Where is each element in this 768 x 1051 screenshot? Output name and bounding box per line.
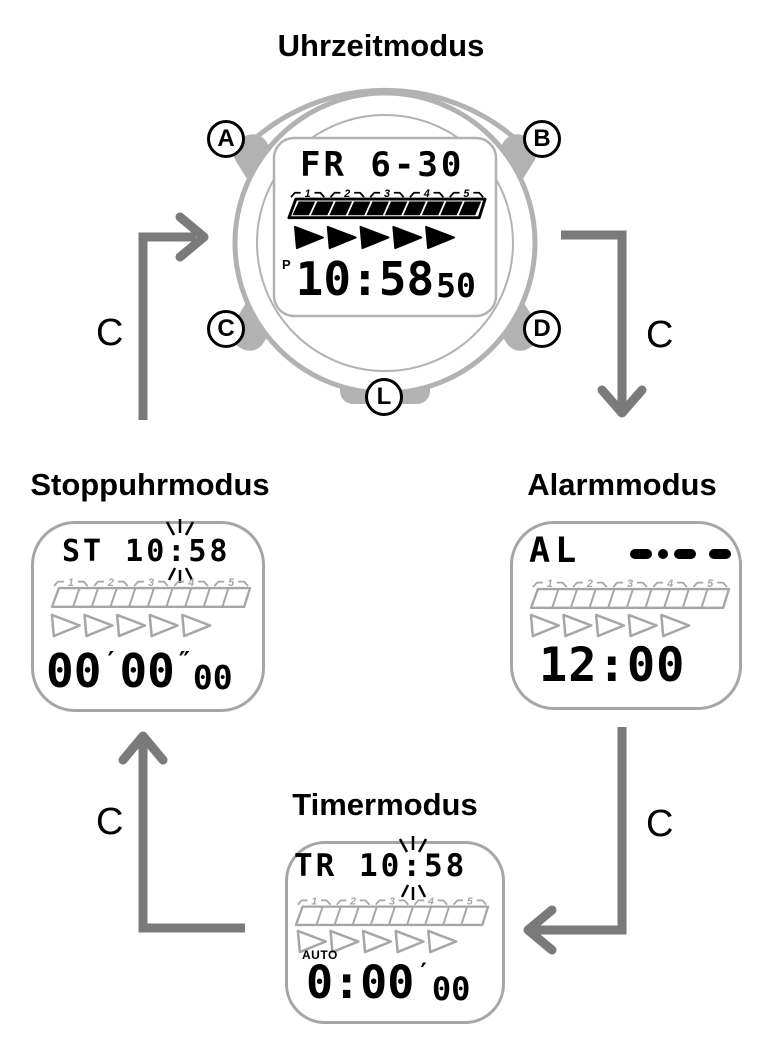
arrow-alarm-to-timer: [534, 727, 627, 935]
stopwatch-pointer-triangles: [50, 613, 212, 638]
alarm-segment-bar: 1 2 3 4 5: [529, 578, 731, 610]
time-main-row: P 10:58 50: [282, 256, 476, 302]
svg-text:3: 3: [148, 577, 154, 589]
timer-digits: 0:00 ′ 00: [306, 960, 470, 1005]
watch-top-arc: [250, 87, 520, 143]
timer-display: TR 10:58 1 2 3 4 5 AUTO 0:00 ′ 00: [285, 836, 505, 1024]
svg-text:4: 4: [187, 577, 194, 589]
svg-text:4: 4: [427, 896, 434, 908]
time-hhmm: 10:58: [295, 252, 435, 306]
alarm-display: AL 1 2 3 4 5 12:00: [510, 521, 742, 710]
minute-mark: ′: [416, 958, 431, 986]
svg-text:4: 4: [666, 578, 673, 590]
time-seconds: 50: [436, 266, 476, 305]
arrow-label-top-right: C: [646, 314, 674, 356]
stopwatch-minutes: 00: [46, 644, 102, 698]
stopwatch-hundredths: 00: [192, 658, 233, 697]
svg-text:5: 5: [707, 578, 714, 590]
time-day-date: FR 6-30: [300, 145, 465, 185]
svg-text:3: 3: [389, 896, 395, 908]
arrow-timer-to-stopwatch: [138, 740, 245, 933]
svg-text:5: 5: [228, 577, 235, 589]
flashing-colon-marks: [165, 519, 195, 583]
pm-indicator: P: [282, 257, 291, 272]
watch-display-frame: [272, 136, 498, 318]
stopwatch-seconds: 00: [119, 644, 175, 698]
timer-mode-title: Timermodus: [292, 787, 478, 822]
button-label-b: B: [523, 120, 561, 158]
svg-text:3: 3: [627, 578, 633, 590]
svg-text:4: 4: [423, 188, 430, 200]
timer-time: 0:00: [306, 956, 415, 1009]
time-pointer-triangles: [294, 225, 456, 250]
arrow-time-to-alarm: [561, 230, 627, 408]
svg-text:2: 2: [107, 577, 114, 589]
arrow-stopwatch-to-time-head: [175, 212, 209, 262]
time-mode-display: FR 6-30 1 2 3 4 5 P 10:58 50: [274, 138, 496, 316]
svg-text:5: 5: [463, 188, 470, 200]
arrow-stopwatch-to-time: [138, 232, 196, 420]
stopwatch-top-row: ST 10:58: [62, 534, 231, 569]
stopwatch-mode-title: Stoppuhrmodus: [30, 467, 270, 502]
alarm-time: 12:00: [539, 638, 686, 693]
svg-text:2: 2: [586, 578, 593, 590]
svg-text:1: 1: [311, 896, 317, 908]
timer-pointer-triangles: [296, 929, 458, 954]
flashing-colon-marks: [398, 836, 428, 900]
arrow-label-bottom-left: C: [96, 801, 124, 843]
svg-text:2: 2: [343, 188, 350, 200]
button-label-d: D: [523, 310, 561, 348]
alarm-dash: [709, 549, 731, 559]
svg-text:1: 1: [547, 578, 553, 590]
timer-segment-bar: 1 2 3 4 5: [294, 896, 490, 927]
button-label-c: C: [207, 310, 245, 348]
time-mode-title: Uhrzeitmodus: [277, 28, 485, 63]
svg-text:5: 5: [467, 896, 473, 908]
alarm-dashes: [630, 549, 731, 559]
alarm-indicator: AL: [529, 531, 582, 571]
button-label-a: A: [207, 120, 245, 158]
svg-text:1: 1: [305, 188, 311, 200]
button-label-l: L: [365, 378, 403, 416]
arrow-alarm-to-timer-head: [523, 905, 557, 955]
svg-text:3: 3: [384, 188, 390, 200]
arrow-timer-to-stopwatch-head: [118, 731, 168, 765]
second-mark: ″: [176, 646, 192, 675]
timer-auto-label: AUTO: [302, 948, 338, 962]
alarm-pointer-triangles: [529, 613, 691, 638]
svg-text:2: 2: [349, 896, 356, 908]
watch-bezel-inner: [256, 114, 514, 372]
arrow-label-bottom-right: C: [646, 803, 674, 845]
stopwatch-display: ST 10:58 1 2 3 4 5 00 ′ 00 ″ 00: [31, 519, 265, 712]
stopwatch-digits: 00 ′ 00 ″ 00: [46, 648, 233, 694]
svg-text:1: 1: [68, 577, 74, 589]
alarm-dash: [674, 549, 696, 559]
arrow-time-to-alarm-head: [597, 385, 647, 418]
timer-seconds-small: 00: [431, 970, 471, 1008]
alarm-mode-title: Alarmmodus: [527, 467, 717, 502]
arrow-label-top-left: C: [96, 312, 124, 354]
minute-mark: ′: [103, 646, 119, 675]
stopwatch-segment-bar: 1 2 3 4 5: [50, 577, 252, 609]
alarm-dash: [658, 549, 668, 559]
timer-top-row: TR 10:58: [294, 848, 468, 884]
time-segment-bar: 1 2 3 4 5: [287, 188, 487, 220]
alarm-dash: [630, 549, 652, 559]
